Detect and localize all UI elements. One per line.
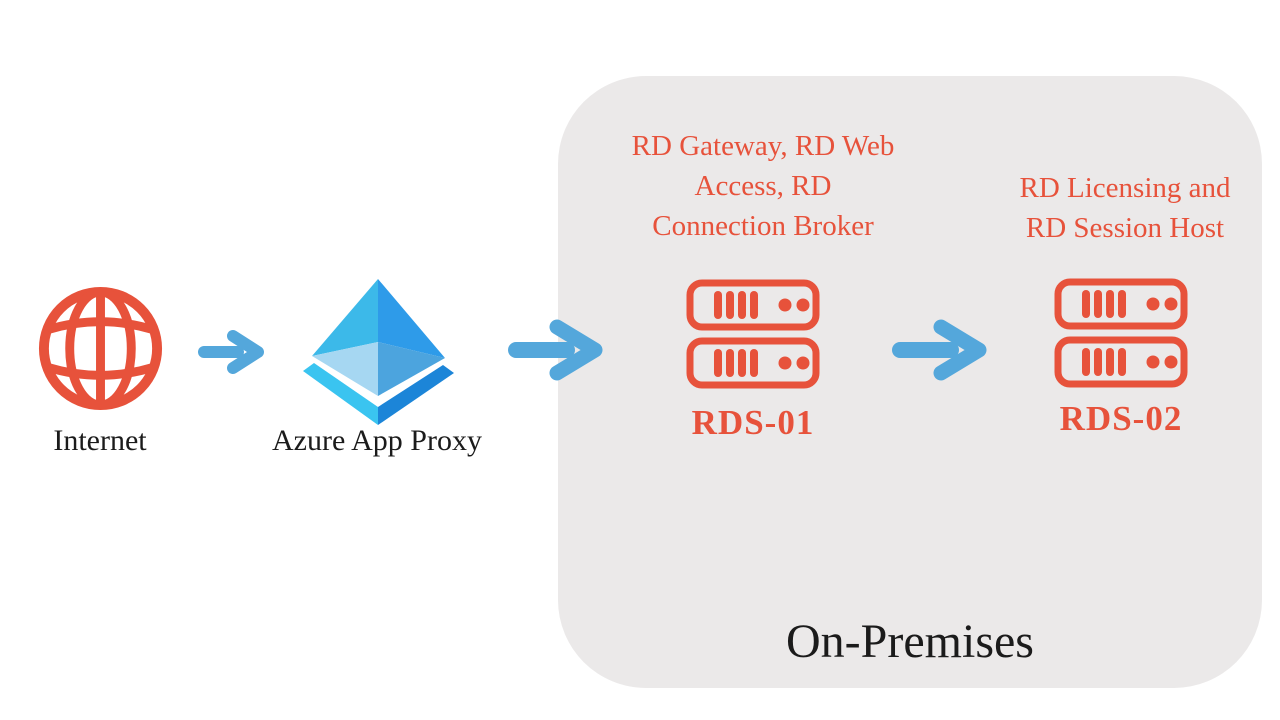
rds01-role-label: RD Gateway, RD Web Access, RD Connection… bbox=[603, 126, 923, 246]
azure-app-proxy-icon bbox=[299, 276, 459, 428]
internet-label: Internet bbox=[53, 424, 147, 457]
rds01-role-line: RD Gateway, RD Web bbox=[631, 130, 895, 162]
arrow-right-icon bbox=[891, 317, 995, 383]
rds02-role-line: RD Session Host bbox=[1025, 212, 1225, 244]
server-icon bbox=[686, 337, 820, 389]
azure-app-proxy-label: Azure App Proxy bbox=[272, 424, 482, 457]
server-icon bbox=[1054, 336, 1188, 388]
rds02-role-line: RD Licensing and bbox=[1019, 172, 1231, 204]
arrow-right-icon bbox=[507, 317, 611, 383]
server-icon bbox=[686, 279, 820, 331]
arrow-right-icon bbox=[197, 329, 269, 375]
rds01-role-line: Access, RD bbox=[694, 170, 832, 202]
rds01-role-line: Connection Broker bbox=[652, 210, 874, 242]
rds02-role-label: RD Licensing and RD Session Host bbox=[975, 168, 1275, 248]
rds01-name-label: RDS-01 bbox=[691, 403, 815, 442]
rds02-name-label: RDS-02 bbox=[1059, 399, 1183, 438]
internet-globe-icon bbox=[33, 281, 168, 416]
on-premises-label: On-Premises bbox=[786, 615, 1034, 668]
server-icon bbox=[1054, 278, 1188, 330]
rds02-server-rack-icon bbox=[1054, 278, 1188, 388]
rds01-server-rack-icon bbox=[686, 279, 820, 389]
